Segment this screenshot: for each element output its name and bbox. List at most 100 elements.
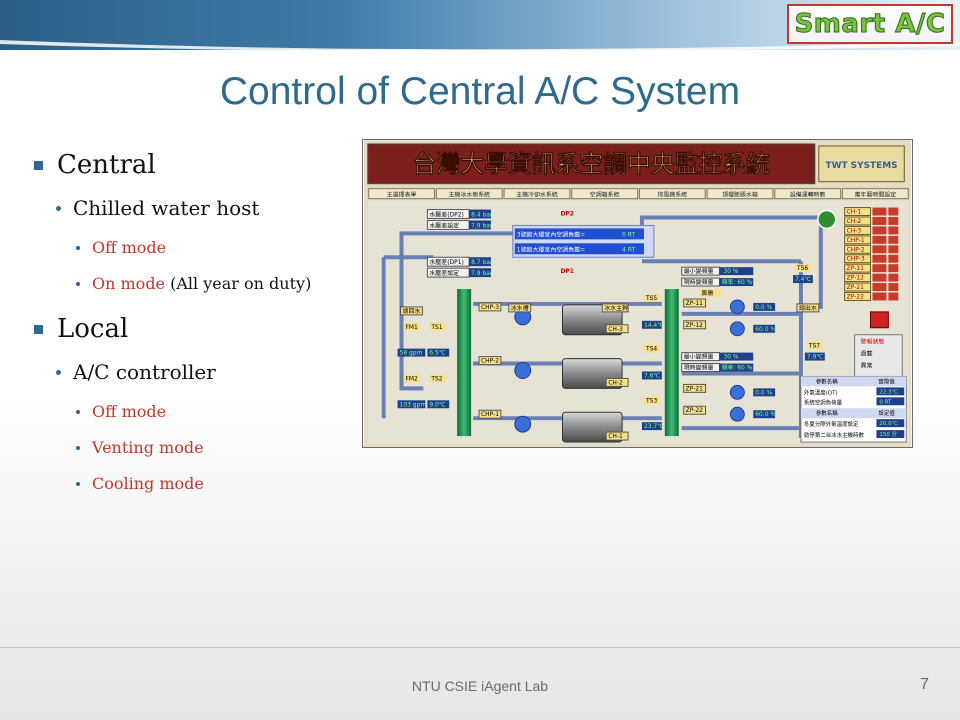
svg-text:FM2: FM2 (406, 375, 419, 382)
svg-text:水壓差設定: 水壓差設定 (429, 269, 459, 277)
scada-brand-text: TWT SYSTEMS (826, 161, 898, 171)
status-lamp (872, 207, 887, 216)
equipment-status-list: CH-1CH-2CH-3CHP-1CHP-2CHP-3ZP-11ZP-12ZP-… (817, 207, 899, 301)
status-lamp (872, 235, 887, 244)
dot-bullet-icon (76, 445, 80, 450)
zone-pump-tag (683, 320, 707, 330)
scada-tab[interactable] (503, 188, 571, 200)
svg-text:DP1: DP1 (561, 268, 574, 275)
bullet-local-item: A/C controller (56, 360, 364, 384)
scada-brand-logo (818, 145, 905, 183)
scada-tab-label: 萬年曆時間設定 (855, 191, 897, 199)
slide-title: Control of Central A/C System (219, 70, 741, 113)
svg-text:TS1: TS1 (430, 324, 442, 331)
chiller-tag (605, 431, 629, 441)
status-tag (844, 216, 871, 226)
chiller-label: CH-1 (608, 433, 623, 440)
scada-banner-text: 台灣大學資訊系空調中央監控系統 (413, 150, 771, 178)
svg-text:7.9 bar: 7.9 bar (471, 222, 493, 229)
status-lamp (888, 216, 899, 225)
pump-label: CHP-1 (481, 411, 499, 418)
chiller-label: CH-2 (608, 379, 623, 386)
page-number: 7 (920, 676, 929, 693)
header-swoosh (0, 40, 960, 52)
mode-label: Off mode (92, 402, 167, 421)
status-label: CHP-1 (847, 237, 865, 244)
status-tag (844, 273, 871, 283)
svg-text:14.4℃: 14.4℃ (644, 322, 664, 329)
footer-label: NTU CSIE iAgent Lab (411, 678, 549, 694)
svg-text:8.7 bar: 8.7 bar (471, 259, 493, 266)
svg-text:0 RT: 0 RT (879, 399, 892, 405)
scada-tab-label: 排風機系統 (657, 191, 687, 199)
svg-text:頻率: 60 %: 頻率: 60 % (721, 278, 752, 286)
zone-pump-value-box (753, 324, 776, 333)
svg-text:勁停第二台冰水主機時數: 勁停第二台冰水主機時數 (804, 431, 865, 439)
scada-tab[interactable] (638, 188, 706, 200)
svg-text:最小變頻量: 最小變頻量 (684, 267, 714, 275)
pipe-network (381, 215, 823, 439)
svg-text:22.3℃: 22.3℃ (879, 388, 897, 395)
supply-header-pipe (664, 289, 679, 437)
bullet-central: Central (34, 150, 364, 180)
zone-pumps: 最小變頻量 30 % 現時變頻量 頻率: 60 % 膨脹 最小變頻量 30 % … (681, 266, 776, 422)
svg-text:警報狀態: 警報狀態 (861, 338, 885, 346)
scada-tab-label: 空調箱系統 (590, 191, 620, 199)
status-lamp (888, 273, 899, 282)
svg-text:103 gpm: 103 gpm (400, 401, 427, 408)
status-tag (844, 244, 871, 254)
zone-pump-value-box (753, 302, 776, 311)
svg-text:9.0℃: 9.0℃ (429, 401, 445, 408)
zone-pump-value-box (753, 410, 776, 419)
dot-bullet-icon (56, 205, 61, 211)
svg-text:30 %: 30 % (723, 354, 738, 361)
svg-text:參數名稱: 參數名稱 (816, 409, 838, 417)
scada-tab[interactable] (842, 188, 909, 200)
mode-label: Cooling mode (92, 474, 204, 493)
svg-text:TS4: TS4 (645, 346, 657, 353)
zone-pump-value: 0.0 % (755, 389, 772, 396)
svg-text:水壓差(DP2): 水壓差(DP2) (429, 211, 463, 219)
svg-text:TS2: TS2 (430, 375, 442, 382)
svg-text:總出水: 總出水 (799, 304, 817, 312)
status-label: CH-3 (847, 227, 862, 234)
status-lamp (888, 207, 899, 216)
svg-text:冰水主幹: 冰水主幹 (604, 304, 628, 312)
svg-text:外氣溫度(OT): 外氣溫度(OT) (804, 388, 838, 396)
scada-tab[interactable] (706, 188, 774, 200)
scada-tab[interactable] (368, 188, 435, 200)
footer-divider (0, 647, 960, 648)
pump-label: CHP-2 (481, 358, 499, 365)
pump-icon (514, 415, 532, 433)
svg-text:現時變頻量: 現時變頻量 (684, 278, 714, 286)
scada-tab-label: 設備運轉時數 (790, 191, 826, 199)
status-label: CHP-2 (847, 246, 865, 253)
scada-tab-label: 主機冰水側系統 (448, 191, 490, 199)
alarm-panel: 警報狀態 過載 異常 (854, 311, 903, 379)
pump-tag (478, 356, 502, 366)
status-label: ZP-22 (847, 293, 864, 300)
pump-icon (514, 362, 532, 379)
bullet-local-mode-off: Off mode (76, 402, 364, 421)
zone-pump-value-box (753, 388, 776, 397)
bullet-local-item-label: A/C controller (73, 360, 216, 384)
svg-text:冬夏分際外氣溫度設定: 冬夏分際外氣溫度設定 (804, 420, 859, 428)
chiller-tag (605, 377, 629, 387)
status-lamp (888, 235, 899, 244)
zone-pump-label: ZP-21 (686, 385, 703, 392)
zone-pump-label: ZP-12 (686, 322, 703, 329)
status-label: CH-2 (847, 218, 862, 225)
scada-tab-bar: 主選擇表單主機冰水側系統主機冷卻水系統空調箱系統排風機系統頂樓膨脹水箱設備運轉時… (367, 187, 910, 200)
dot-bullet-icon (76, 281, 80, 286)
status-label: ZP-12 (847, 275, 864, 282)
scada-tab-label: 主機冷卻水系統 (516, 191, 558, 199)
dot-bullet-icon (76, 245, 80, 250)
status-tag (844, 254, 871, 264)
scada-tab[interactable] (435, 188, 503, 200)
scada-tab[interactable] (774, 188, 842, 200)
status-tag (844, 263, 871, 273)
scada-tab[interactable] (571, 188, 638, 200)
bullet-local-label: Local (57, 314, 129, 344)
svg-text:4 RT: 4 RT (622, 246, 635, 253)
parameter-table: 參數名稱 實際值 外氣溫度(OT) 22.3℃ 系統空調負荷量 0 RT 參數名… (800, 375, 907, 443)
